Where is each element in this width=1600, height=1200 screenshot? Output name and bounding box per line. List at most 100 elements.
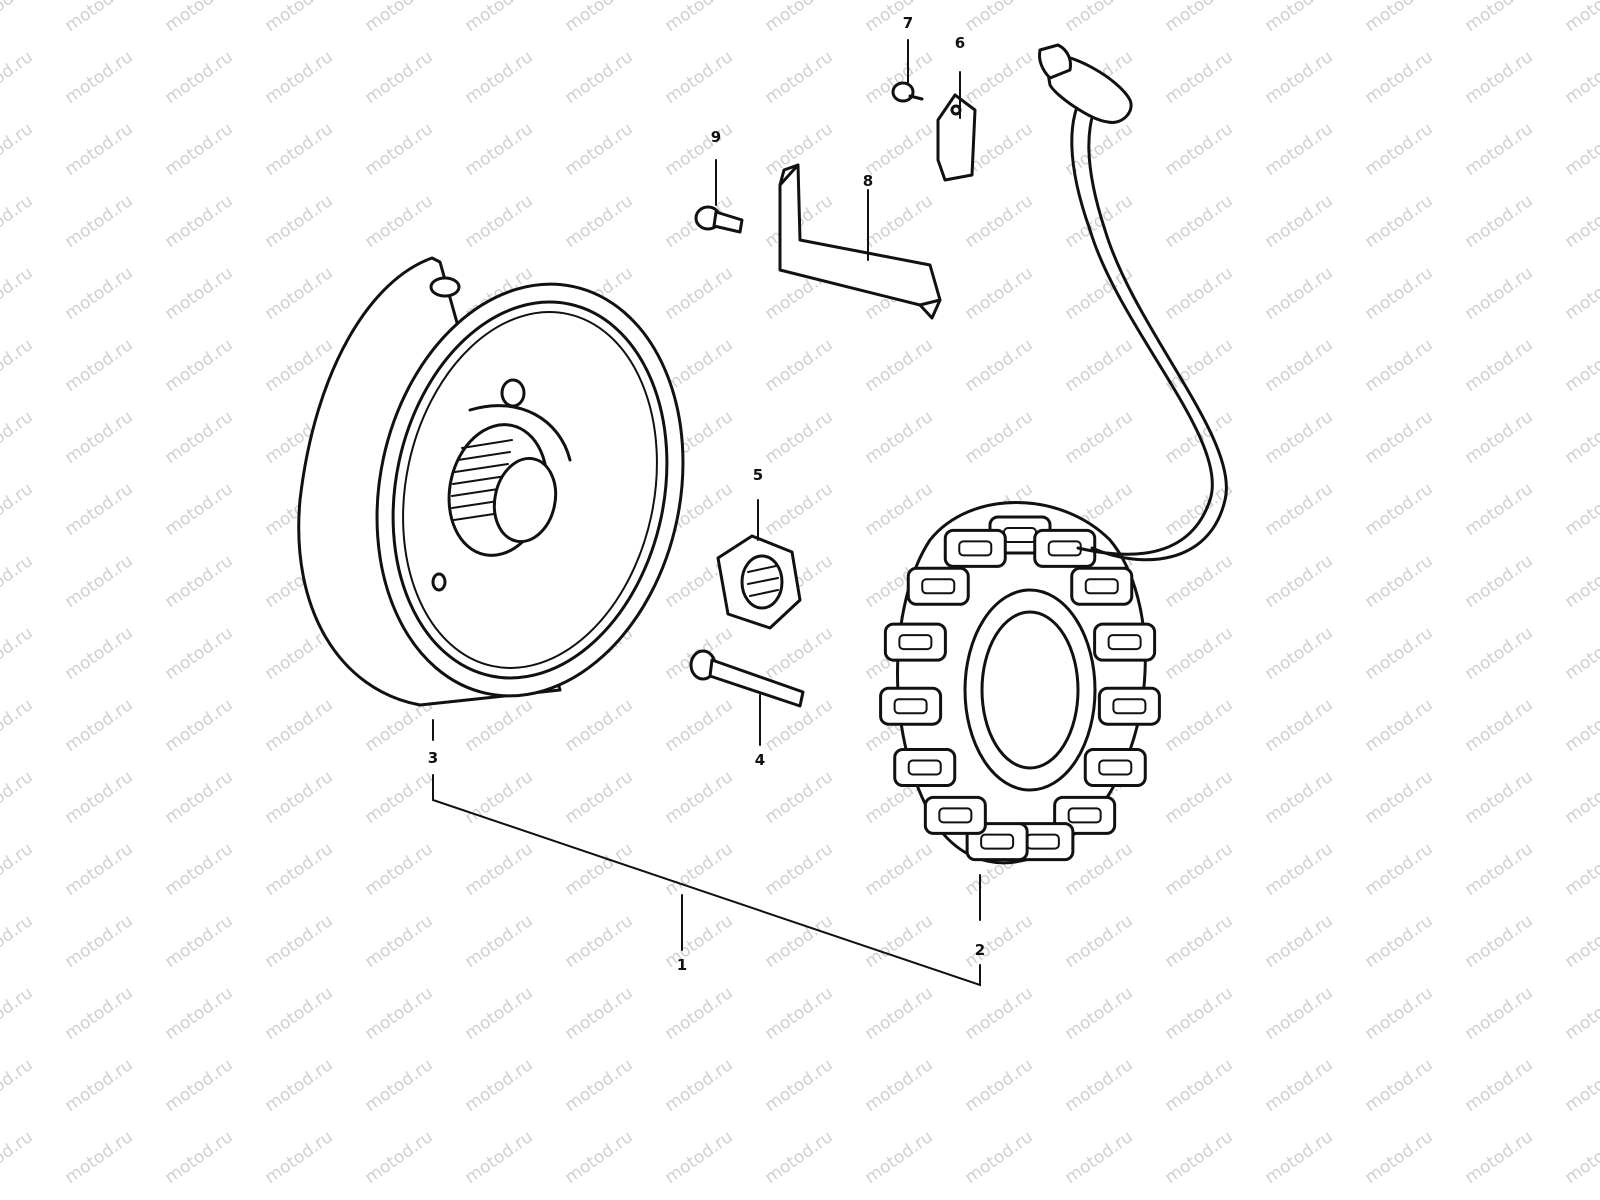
watermark-text: motod.ru [1261, 695, 1336, 756]
watermark-text: motod.ru [1361, 479, 1436, 540]
stator-coil [943, 528, 1007, 568]
watermark-text: motod.ru [361, 1055, 436, 1116]
watermark-text: motod.ru [1161, 911, 1236, 972]
watermark-text: motod.ru [1461, 623, 1536, 684]
watermark-text: motod.ru [661, 767, 736, 828]
watermark-text: motod.ru [861, 1127, 936, 1188]
watermark-text: motod.ru [1261, 551, 1336, 612]
watermark-text: motod.ru [1461, 119, 1536, 180]
stator-coil-slot [893, 698, 928, 715]
watermark-text: motod.ru [0, 0, 37, 36]
watermark-text: motod.ru [1461, 839, 1536, 900]
watermark-text: motod.ru [0, 983, 37, 1044]
watermark-text: motod.ru [761, 47, 836, 108]
stator-coil-slot [1107, 634, 1142, 651]
watermark-text: motod.ru [161, 47, 236, 108]
watermark-text: motod.ru [561, 191, 636, 252]
watermark-text: motod.ru [1461, 695, 1536, 756]
stator-coil [893, 748, 957, 787]
stator-coil [1097, 686, 1161, 726]
watermark-text: motod.ru [661, 263, 736, 324]
watermark-text: motod.ru [1261, 191, 1336, 252]
watermark-text: motod.ru [161, 407, 236, 468]
watermark-text: motod.ru [761, 839, 836, 900]
watermark-text: motod.ru [261, 1055, 336, 1116]
watermark-text: motod.ru [761, 1127, 836, 1188]
watermark-text: motod.ru [861, 335, 936, 396]
watermark-text: motod.ru [1561, 0, 1600, 36]
stator-coil [1083, 748, 1147, 787]
stator-coil [1070, 566, 1134, 606]
watermark-text: motod.ru [1561, 767, 1600, 828]
watermark-text: motod.ru [261, 911, 336, 972]
watermark-text: motod.ru [361, 119, 436, 180]
watermark-text: motod.ru [1361, 1055, 1436, 1116]
watermark-text: motod.ru [761, 983, 836, 1044]
watermark-text: motod.ru [1561, 839, 1600, 900]
watermark-text: motod.ru [1261, 407, 1336, 468]
watermark-text: motod.ru [961, 335, 1036, 396]
watermark-text: motod.ru [1461, 1127, 1536, 1188]
watermark-text: motod.ru [1061, 263, 1136, 324]
watermark-text: motod.ru [1561, 551, 1600, 612]
watermark-text: motod.ru [0, 119, 37, 180]
watermark-text: motod.ru [161, 983, 236, 1044]
watermark-text: motod.ru [261, 191, 336, 252]
watermark-text: motod.ru [1361, 767, 1436, 828]
watermark-text: motod.ru [261, 0, 336, 36]
watermark-text: motod.ru [1461, 767, 1536, 828]
watermark-text: motod.ru [1261, 479, 1336, 540]
stator-coils [879, 515, 1161, 862]
watermark-text: motod.ru [361, 767, 436, 828]
watermark-text: motod.ru [1161, 623, 1236, 684]
watermark-text: motod.ru [761, 1055, 836, 1116]
watermark-text: motod.ru [1561, 695, 1600, 756]
watermark-text: motod.ru [61, 983, 136, 1044]
watermark-text: motod.ru [761, 767, 836, 828]
watermark-text: motod.ru [161, 335, 236, 396]
watermark-text: motod.ru [1361, 911, 1436, 972]
watermark-text: motod.ru [161, 839, 236, 900]
watermark-text: motod.ru [1161, 767, 1236, 828]
label-part-5: 5 [753, 466, 763, 484]
watermark-text: motod.ru [1461, 191, 1536, 252]
watermark-text: motod.ru [1561, 479, 1600, 540]
watermark-text: motod.ru [361, 839, 436, 900]
watermark-text: motod.ru [861, 983, 936, 1044]
watermark-text: motod.ru [61, 1055, 136, 1116]
watermark-text: motod.ru [961, 1127, 1036, 1188]
watermark-text: motod.ru [361, 911, 436, 972]
watermark-text: motod.ru [1361, 983, 1436, 1044]
watermark-text: motod.ru [1461, 263, 1536, 324]
watermark-text: motod.ru [1561, 119, 1600, 180]
watermark-text: motod.ru [561, 1055, 636, 1116]
watermark-text: motod.ru [1461, 551, 1536, 612]
rotor-bolt [689, 649, 805, 708]
watermark-text: motod.ru [961, 407, 1036, 468]
watermark-text: motod.ru [1561, 407, 1600, 468]
watermark-text: motod.ru [961, 0, 1036, 36]
stator-coil-slot [958, 540, 993, 557]
watermark-text: motod.ru [1061, 0, 1136, 36]
watermark-text: motod.ru [1561, 983, 1600, 1044]
watermark-text: motod.ru [461, 983, 536, 1044]
watermark-text: motod.ru [161, 479, 236, 540]
watermark-text: motod.ru [61, 839, 136, 900]
watermark-text: motod.ru [0, 623, 37, 684]
label-part-8: 8 [863, 172, 873, 190]
watermark-text: motod.ru [961, 191, 1036, 252]
watermark-text: motod.ru [1461, 335, 1536, 396]
watermark-text: motod.ru [561, 1127, 636, 1188]
watermark-text: motod.ru [1361, 47, 1436, 108]
watermark-text: motod.ru [861, 839, 936, 900]
watermark-text: motod.ru [1261, 839, 1336, 900]
watermark-text: motod.ru [1261, 1055, 1336, 1116]
watermark-text: motod.ru [661, 695, 736, 756]
watermark-text: motod.ru [61, 47, 136, 108]
watermark-text: motod.ru [161, 767, 236, 828]
label-part-2: 2 [975, 941, 985, 959]
watermark-text: motod.ru [61, 1127, 136, 1188]
watermark-text: motod.ru [461, 191, 536, 252]
watermark-text: motod.ru [761, 911, 836, 972]
